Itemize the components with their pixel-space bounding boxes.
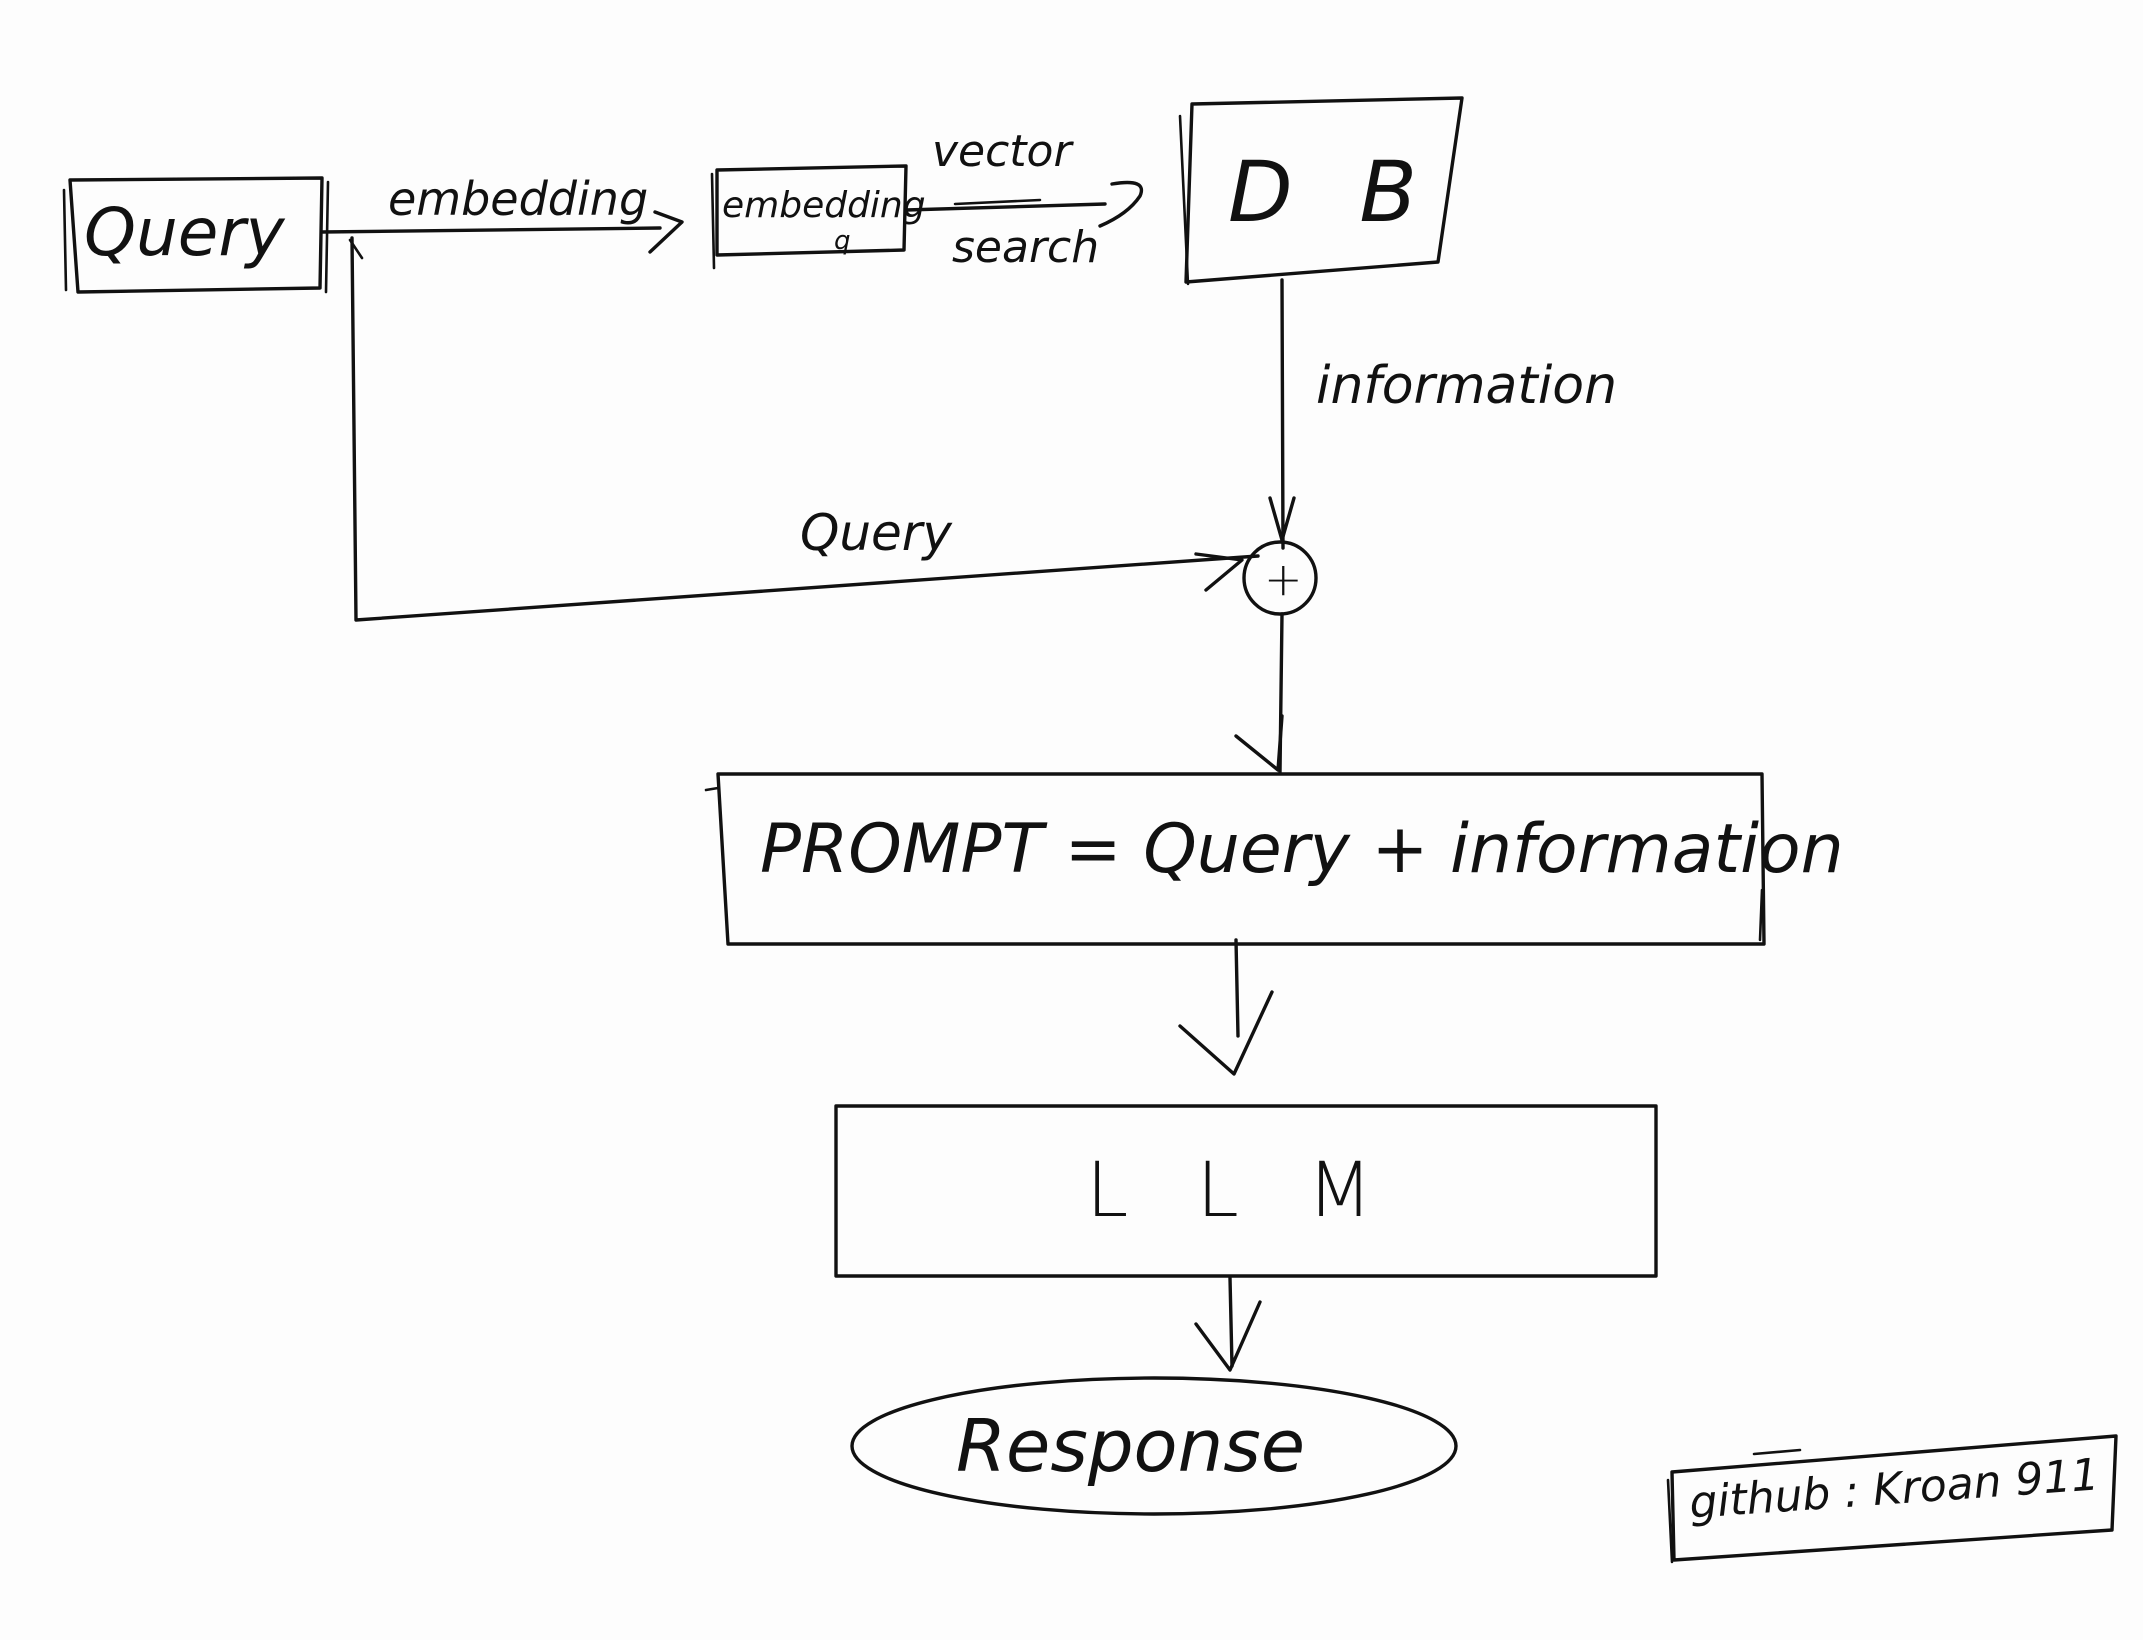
combine-to-prompt-arrow	[1234, 612, 1284, 774]
response-node	[850, 1376, 1458, 1516]
query-bypass-arrow	[348, 236, 1260, 622]
prompt-node-box	[704, 772, 1766, 946]
query-embedding-node-box	[710, 164, 908, 270]
prompt-to-llm-arrow	[1178, 938, 1274, 1076]
combine-symbol: +	[1264, 552, 1303, 606]
query-embedding-node-label-line2: q	[834, 226, 851, 256]
prompt-node-label: PROMPT = Query + information	[760, 810, 1844, 889]
llm-node-box	[834, 1104, 1658, 1278]
db-node-box	[1178, 96, 1464, 286]
db-node-label: D B	[1228, 143, 1438, 241]
embedding-edge-label: embedding	[388, 172, 649, 226]
embedding-arrow	[320, 210, 684, 254]
query-node-label: Query	[84, 194, 285, 271]
credit-box	[1666, 1434, 2118, 1564]
llm-node-label: L L M	[1086, 1145, 1395, 1234]
vector-search-label-top: vector	[932, 126, 1072, 177]
query-embedding-node-label-line1: embedding	[722, 185, 926, 226]
response-node-label: Response	[956, 1404, 1306, 1488]
information-edge-label: information	[1316, 356, 1618, 416]
query-node-box	[62, 176, 330, 294]
llm-to-response-arrow	[1194, 1276, 1262, 1372]
vector-search-arrow	[904, 180, 1144, 228]
information-arrow	[1268, 278, 1296, 550]
vector-search-label-bottom: search	[952, 222, 1100, 273]
combine-node	[1242, 540, 1318, 616]
query-path-label: Query	[800, 504, 952, 562]
